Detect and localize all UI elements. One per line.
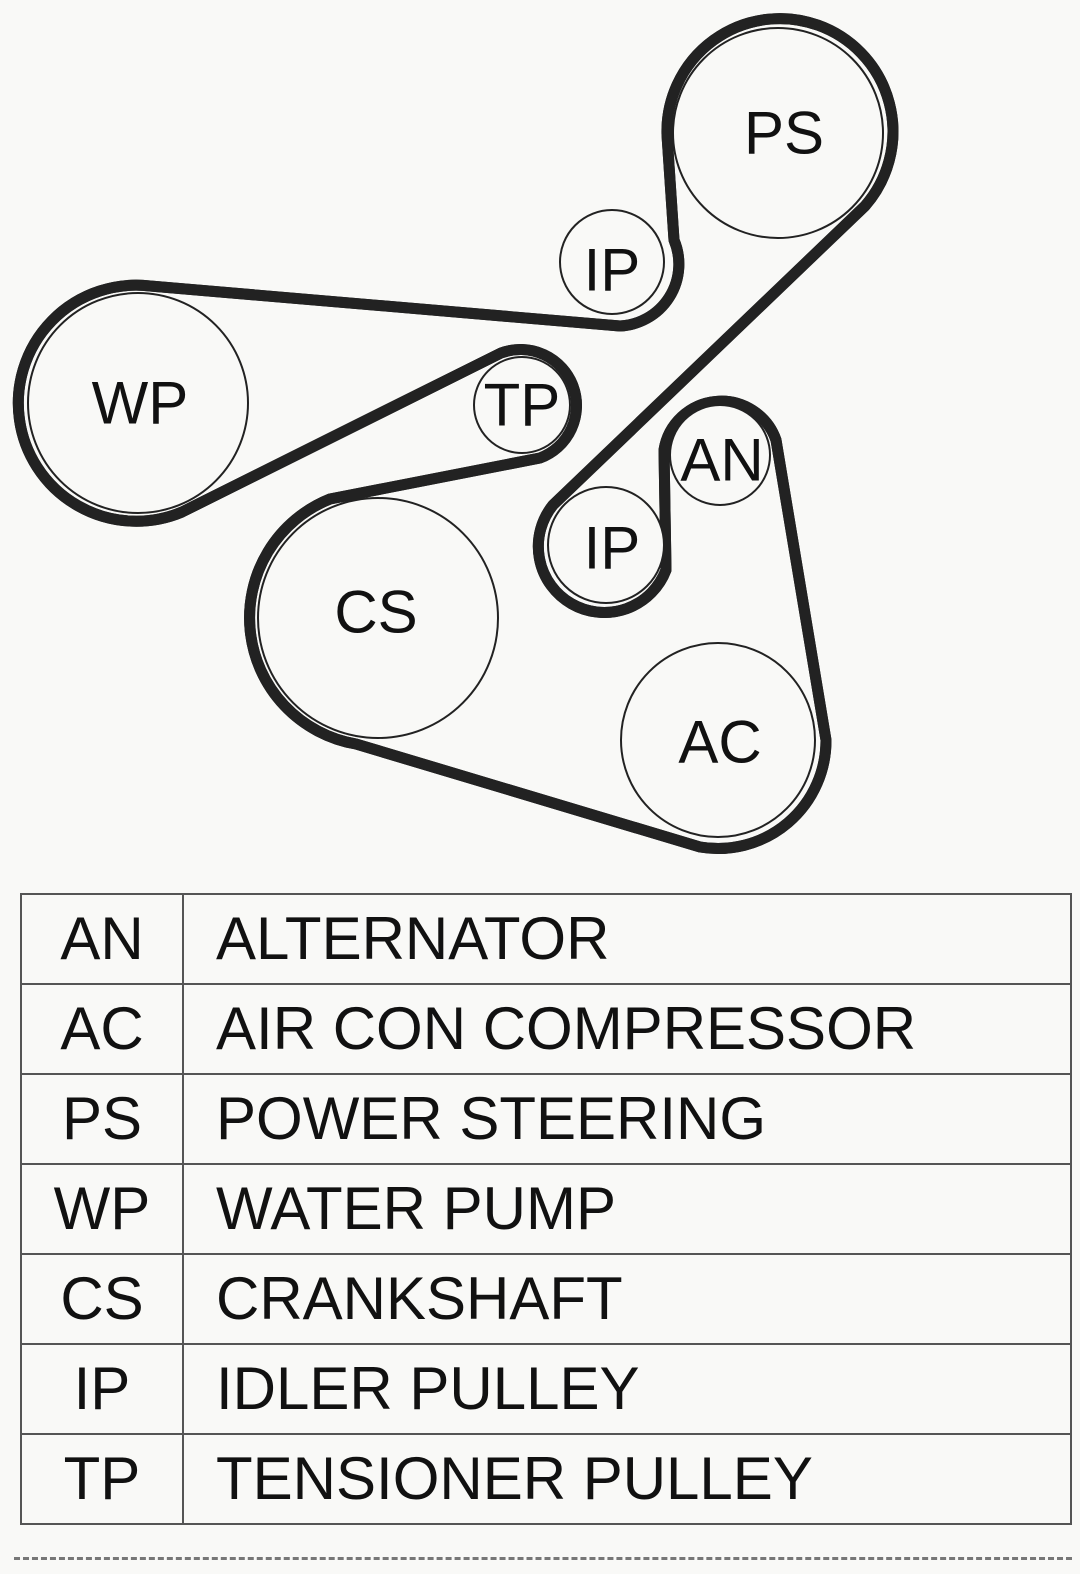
power-steering-pulley — [672, 27, 884, 239]
legend-code: PS — [20, 1073, 184, 1165]
legend-name: WATER PUMP — [182, 1163, 1072, 1255]
serpentine-belt — [18, 19, 893, 849]
alternator-pulley — [669, 404, 771, 506]
dashed-divider — [14, 1557, 1072, 1560]
pulley-label-ip-low: IP — [584, 515, 641, 582]
legend-code: IP — [20, 1343, 184, 1435]
pulley-label-ip-top: IP — [584, 237, 641, 304]
legend-code: AN — [20, 893, 184, 985]
legend-name: TENSIONER PULLEY — [182, 1433, 1072, 1525]
pulley-label-ps: PS — [744, 100, 824, 167]
lower-idler-pulley — [547, 486, 665, 604]
pulley-label-an: AN — [680, 427, 763, 494]
pulley-label-wp: WP — [92, 370, 189, 437]
legend-name: POWER STEERING — [182, 1073, 1072, 1165]
legend-name: AIR CON COMPRESSOR — [182, 983, 1072, 1075]
legend-name: CRANKSHAFT — [182, 1253, 1072, 1345]
pulley-label-tp: TP — [484, 372, 561, 439]
legend-code: TP — [20, 1433, 184, 1525]
legend-code: CS — [20, 1253, 184, 1345]
crankshaft-pulley — [257, 497, 499, 739]
upper-idler-pulley — [559, 209, 665, 315]
belt-routing-diagram: PS IP WP TP AN IP CS AC — [0, 0, 1080, 880]
tensioner-pulley — [473, 356, 571, 454]
legend-name: IDLER PULLEY — [182, 1343, 1072, 1435]
pulley-label-ac: AC — [678, 709, 761, 776]
legend-code: WP — [20, 1163, 184, 1255]
pulley-label-cs: CS — [334, 579, 417, 646]
legend-name: ALTERNATOR — [182, 893, 1072, 985]
legend-code: AC — [20, 983, 184, 1075]
air-con-compressor-pulley — [620, 642, 816, 838]
water-pump-pulley — [27, 292, 249, 514]
